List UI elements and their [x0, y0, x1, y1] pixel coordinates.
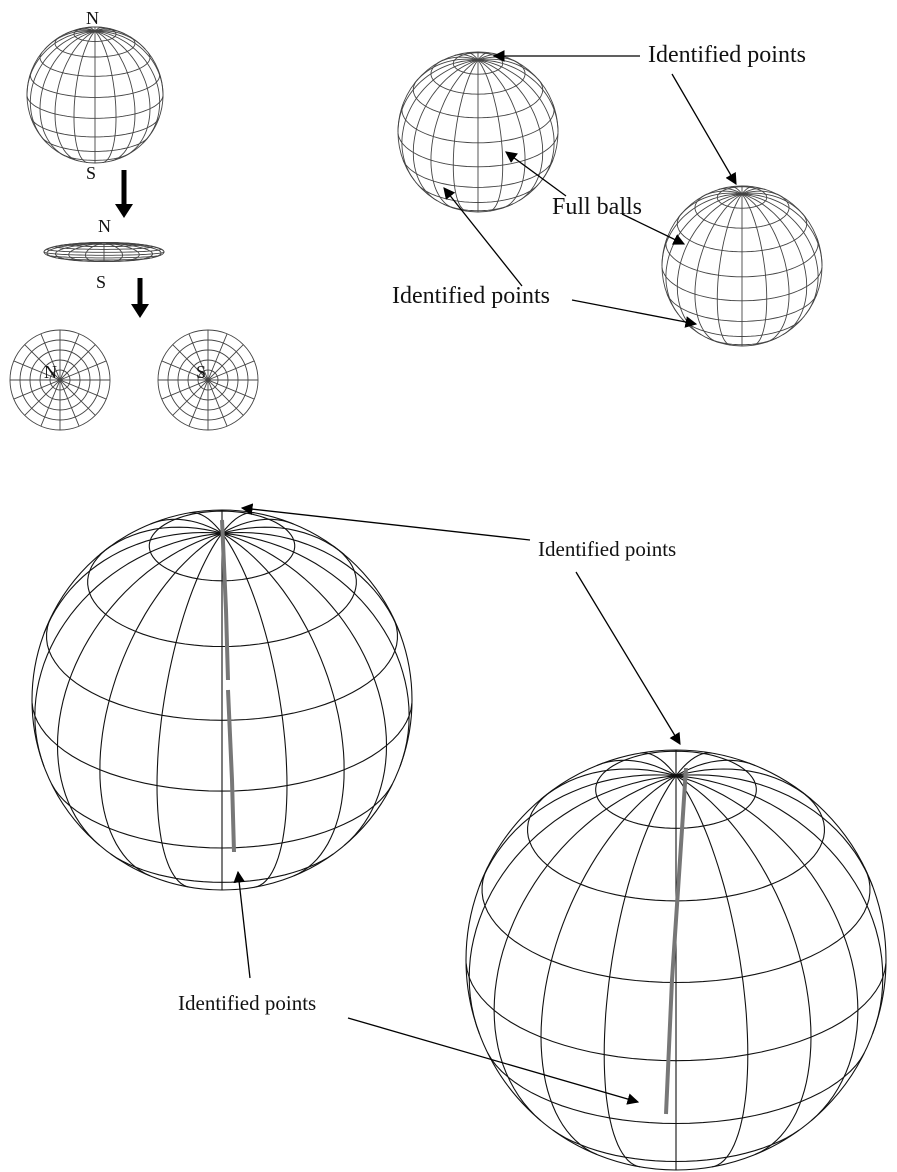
south-disc — [158, 330, 258, 430]
meridian-line — [742, 194, 767, 345]
meridian-line — [478, 60, 558, 132]
meridian-line — [742, 194, 807, 335]
meridian-line — [453, 60, 478, 211]
meridian-line — [222, 533, 387, 845]
arrow-to-right-ball-bottom — [348, 1018, 638, 1102]
south-label-disc: S — [196, 362, 206, 382]
meridian-line — [478, 60, 543, 201]
north-label-lens: N — [98, 216, 111, 236]
large-ball-left — [32, 510, 412, 890]
arrow-to-left-ball-pole — [242, 508, 530, 540]
identified-points-label-lower: Identified points — [178, 991, 316, 1015]
north-label-disc: N — [44, 362, 57, 382]
meridian-line — [413, 60, 478, 201]
identified-points-label-top: Identified points — [648, 42, 806, 68]
meridian-line — [398, 60, 478, 132]
identified-points-label-mid: Identified points — [392, 283, 550, 309]
identified-meridian-left — [222, 520, 228, 680]
meridian-line — [478, 60, 503, 211]
north-disc — [10, 330, 110, 430]
meridian-line — [222, 533, 409, 766]
small-sphere-top-left — [27, 27, 163, 163]
disc-spoke — [208, 345, 243, 380]
full-balls-label: Full balls — [552, 194, 642, 220]
full-ball-upper — [398, 52, 558, 212]
meridian-line — [95, 31, 150, 156]
south-label-lens: S — [96, 272, 106, 292]
down-arrow-1-head — [115, 204, 133, 218]
meridian-line — [35, 533, 222, 766]
arrow-to-ball2-top — [672, 74, 736, 184]
disc-spoke — [60, 380, 95, 415]
meridian-line — [717, 194, 742, 345]
meridian-line — [40, 31, 95, 156]
meridian-line — [157, 533, 222, 887]
arrow-fullballs-to-ball1 — [506, 152, 566, 196]
meridian-line — [494, 776, 676, 1121]
meridian-line — [541, 776, 676, 1155]
meridian-line — [676, 776, 883, 1034]
identified-meridian-left-lower — [228, 690, 234, 852]
south-label-sphere: S — [86, 163, 96, 183]
meridian-line — [676, 776, 858, 1121]
meridian-line — [676, 776, 748, 1167]
meridian-line — [58, 533, 223, 845]
north-label-sphere: N — [86, 8, 99, 28]
disc-spoke — [25, 380, 60, 415]
meridian-line — [742, 194, 822, 266]
arrow-fullballs-to-ball2 — [622, 214, 684, 244]
meridian-line — [662, 194, 742, 266]
meridian-line — [676, 776, 811, 1155]
meridian-line — [27, 31, 95, 98]
down-arrow-2-head — [131, 304, 149, 318]
meridian-line — [677, 194, 742, 335]
disc-spoke — [173, 380, 208, 415]
disc-spoke — [60, 345, 95, 380]
arrow-to-right-ball-pole — [576, 572, 680, 744]
meridian-line — [469, 776, 676, 1034]
arrow-to-ball2-bottom — [572, 300, 696, 324]
meridian-line — [95, 31, 163, 98]
identified-points-label-upper: Identified points — [538, 537, 676, 561]
disc-spoke — [208, 380, 243, 415]
flattened-sphere-lens — [44, 242, 164, 261]
large-ball-right — [466, 750, 886, 1170]
